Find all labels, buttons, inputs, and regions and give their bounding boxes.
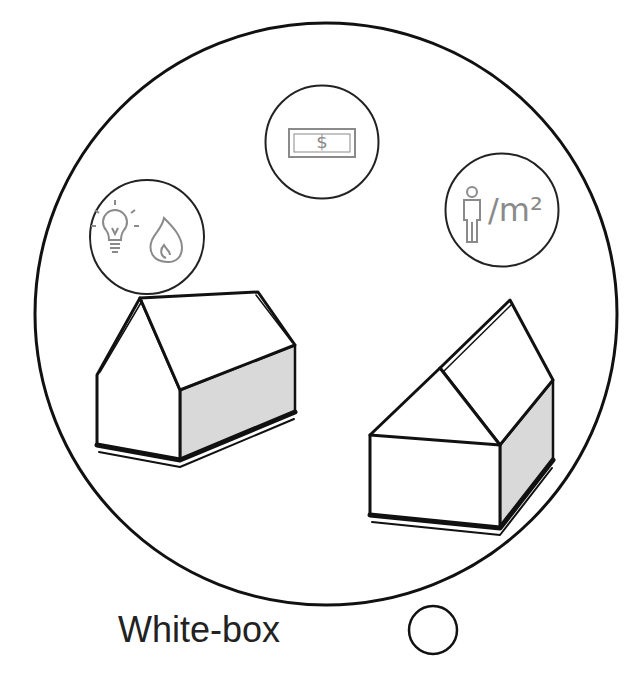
house-sketch xyxy=(97,292,295,467)
icon-text: $ xyxy=(316,133,327,151)
scope-circle xyxy=(35,23,617,605)
icon-circle: /m² xyxy=(444,152,560,268)
legend-circle xyxy=(409,606,457,654)
icon-text: /m² xyxy=(488,194,543,226)
person-icon xyxy=(464,187,480,242)
icon-circle: $ xyxy=(264,84,380,200)
energy-icon xyxy=(90,180,204,294)
caption-label: White-box xyxy=(118,612,280,648)
house-sketch xyxy=(370,300,553,535)
